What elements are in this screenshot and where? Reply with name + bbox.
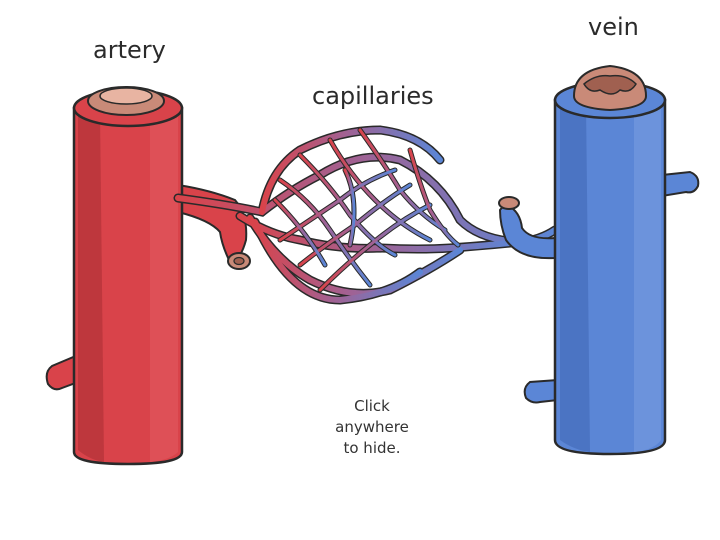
hide-hint-text: Click anywhere to hide.: [335, 397, 409, 457]
vein-label: vein: [588, 13, 639, 41]
artery-vessel: [45, 86, 251, 466]
capillary-network: [173, 125, 560, 305]
vein-vessel: [498, 64, 700, 456]
capillaries-label: capillaries: [312, 82, 434, 110]
artery-label: artery: [93, 36, 166, 64]
